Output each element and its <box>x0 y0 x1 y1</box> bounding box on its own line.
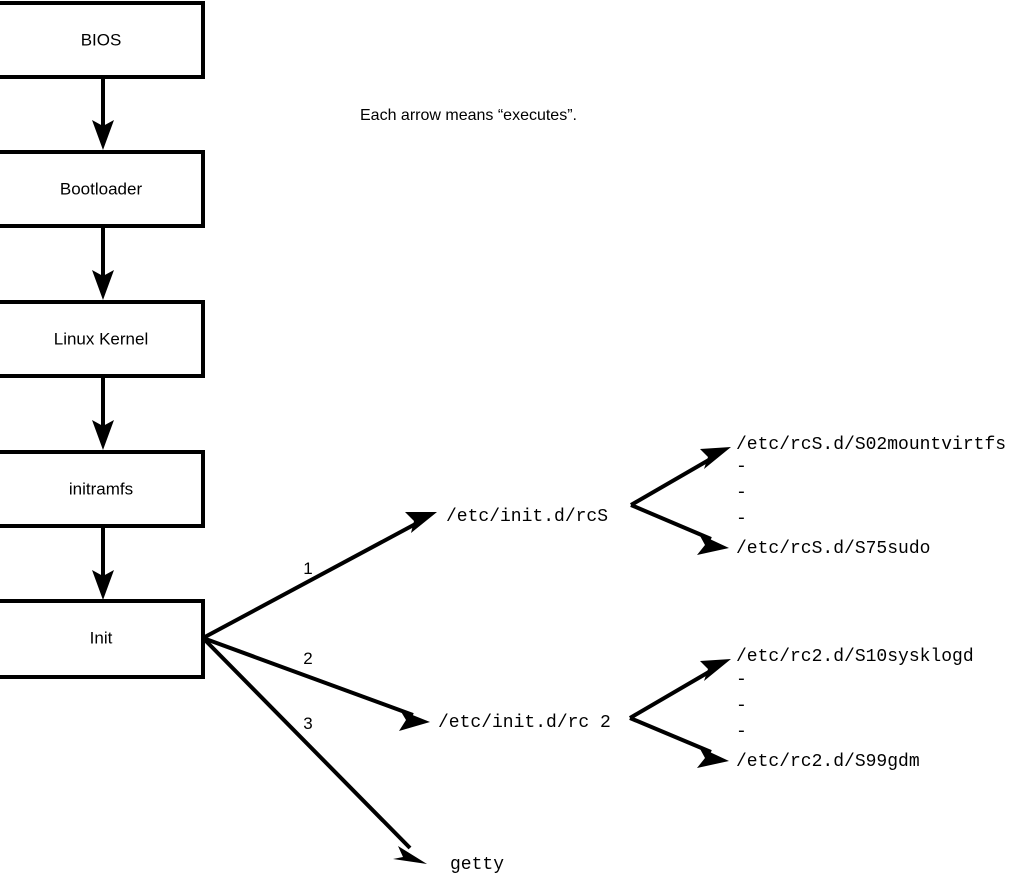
node-initramfs-label: initramfs <box>69 479 133 498</box>
arrowhead-icon <box>92 270 114 300</box>
node-init-box <box>0 599 205 679</box>
arrowhead-icon <box>697 534 729 555</box>
node-bios[interactable]: BIOS <box>0 1 205 79</box>
edge-label-1: 1 <box>303 559 312 578</box>
branch-target-rc2: /etc/init.d/rc 2 <box>438 713 611 733</box>
node-bios-label: BIOS <box>81 30 122 49</box>
edge-label-3: 3 <box>303 714 312 733</box>
node-linux-kernel-box <box>0 300 205 378</box>
rc2-ellipsis-dash-3: - <box>736 722 747 742</box>
node-bootloader[interactable]: Bootloader <box>0 150 205 228</box>
node-initramfs[interactable]: initramfs <box>0 450 205 528</box>
rcs-script-last: /etc/rcS.d/S75sudo <box>736 539 930 559</box>
rcs-ellipsis-dash-3: - <box>736 509 747 529</box>
arrowhead-icon <box>92 420 114 450</box>
rcs-ellipsis-dash-1: - <box>736 457 747 477</box>
arrow-init-branch-1 <box>202 512 437 640</box>
arrow-init-branch-3 <box>201 636 427 864</box>
arrowhead-icon <box>92 570 114 600</box>
rc2-ellipsis-dash-2: - <box>736 696 747 716</box>
node-initramfs-box <box>0 450 205 528</box>
arrow-rc2-to-first-script <box>628 659 731 720</box>
node-init[interactable]: Init <box>0 599 205 679</box>
arrowhead-icon <box>697 747 729 768</box>
arrow-bootloader-to-kernel <box>92 226 114 300</box>
arrowhead-icon <box>92 120 114 150</box>
branch-target-getty: getty <box>450 855 504 875</box>
arrow-rc2-to-last-script <box>629 716 729 768</box>
arrowhead-icon <box>399 710 430 731</box>
rc2-script-last: /etc/rc2.d/S99gdm <box>736 752 920 772</box>
arrow-bios-to-bootloader <box>92 77 114 150</box>
arrowhead-icon <box>393 846 427 864</box>
arrowhead-icon <box>700 447 731 469</box>
arrowhead-icon <box>700 659 731 681</box>
rc2-ellipsis-dash-1: - <box>736 670 747 690</box>
arrow-initramfs-to-init <box>92 526 114 600</box>
arrowhead-icon <box>405 512 437 533</box>
node-bootloader-box <box>0 150 205 228</box>
arrow-kernel-to-initramfs <box>92 376 114 450</box>
branch-target-rcs: /etc/init.d/rcS <box>446 507 608 527</box>
arrow-init-branch-2 <box>202 636 430 731</box>
arrow-rcs-to-first-script <box>629 447 731 507</box>
rc2-script-first: /etc/rc2.d/S10sysklogd <box>736 647 974 667</box>
rcs-ellipsis-dash-2: - <box>736 483 747 503</box>
edge-label-2: 2 <box>303 649 312 668</box>
rcs-script-first: /etc/rcS.d/S02mountvirtfs <box>736 435 1006 455</box>
node-linux-kernel[interactable]: Linux Kernel <box>0 300 205 378</box>
node-init-label: Init <box>90 628 113 647</box>
node-linux-kernel-label: Linux Kernel <box>54 329 149 348</box>
legend-note: Each arrow means “executes”. <box>360 107 577 124</box>
node-bios-box <box>0 1 205 79</box>
arrow-rcs-to-last-script <box>630 503 729 555</box>
node-bootloader-label: Bootloader <box>60 179 143 198</box>
